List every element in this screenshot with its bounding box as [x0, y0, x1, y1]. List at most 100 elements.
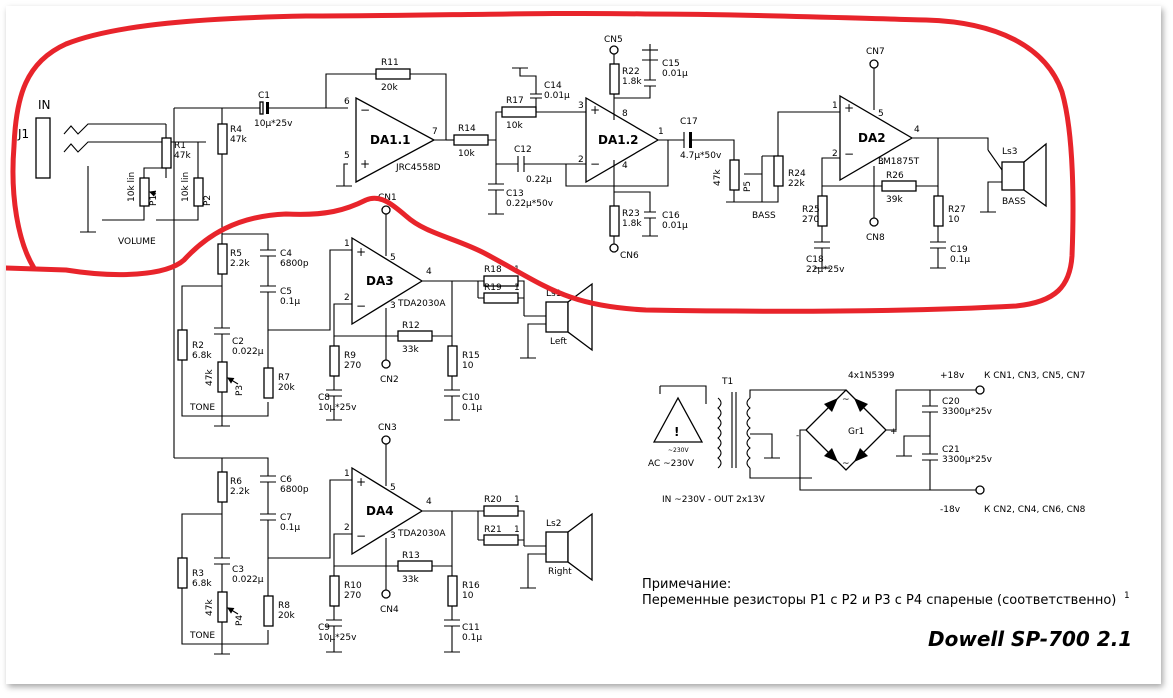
bass-label: BASS — [752, 211, 776, 221]
speaker-ls3-body — [1001, 161, 1025, 191]
da4-pin1: 1 — [344, 469, 350, 479]
vol-left-wires — [102, 124, 167, 221]
r16-c11-net — [444, 566, 460, 653]
p3-wiper — [227, 377, 239, 385]
vol-right-wires — [156, 142, 199, 221]
node-cn2 — [381, 359, 391, 369]
c3-net — [214, 502, 230, 592]
r16-value: 10 — [462, 591, 474, 601]
transformer-spec: IN ~230V - OUT 2x13V — [662, 495, 766, 505]
speaker-ls3-cone — [1023, 142, 1047, 208]
c4-value: 6800p — [280, 259, 309, 269]
ls1-label: Left — [550, 337, 567, 347]
c17-out — [692, 139, 735, 160]
neg-rail-label: -18v — [940, 505, 961, 515]
r21-label: R21 — [484, 525, 502, 535]
c5-label: C5 — [280, 287, 292, 297]
r27-value: 10 — [948, 215, 960, 225]
da11-ground — [336, 163, 352, 187]
cn5-label: CN5 — [604, 35, 623, 45]
svg-text:+: + — [356, 245, 366, 259]
resistor-r7 — [263, 367, 274, 399]
terminal-neg — [975, 485, 985, 495]
opamp-da12 — [585, 96, 660, 184]
schematic-page: IN J1 R1 47k 10k lin P1 10k lin P2 VOLUM… — [6, 6, 1161, 684]
speaker-ls1-cone — [567, 282, 593, 352]
bass-amp-da2: C17 4.7μ*50v 47k P5 BASS R24 22k DA2 LM1… — [668, 47, 1047, 275]
r2-value: 6.8k — [192, 351, 212, 361]
rail-wires — [799, 389, 976, 491]
p1-value: 10k lin — [127, 172, 137, 202]
jack-connector — [35, 117, 51, 179]
c20-value: 3300μ*25v — [942, 407, 993, 417]
ls3-wires — [980, 149, 1003, 213]
p2-label: P2 — [203, 195, 213, 206]
speaker-ls1-body — [545, 301, 569, 333]
c15-label: C15 — [662, 59, 680, 69]
r3-net — [181, 513, 269, 655]
c3-label: C3 — [232, 565, 244, 575]
da12-pin3: 3 — [578, 101, 584, 111]
pos-rail-label: +18v — [940, 371, 965, 381]
r24-value: 22k — [788, 179, 805, 189]
r23-value: 1.8k — [622, 219, 642, 229]
da2-pin2: 2 — [832, 149, 838, 159]
jack-left-wire — [63, 123, 166, 135]
c13-label: C13 — [506, 189, 524, 199]
r20-value: 1 — [514, 495, 520, 505]
da12-name: DA1.2 — [598, 133, 639, 147]
svg-text:−: − — [844, 147, 854, 161]
psu-ground — [896, 435, 930, 457]
p1-wiper — [148, 190, 157, 197]
da4-part: TDA2030A — [397, 529, 446, 539]
r2-label: R2 — [192, 341, 204, 351]
notes: Примечание: Переменные резисторы P1 с P2… — [642, 577, 1132, 651]
c21-label: C21 — [942, 445, 960, 455]
c19-label: C19 — [950, 245, 968, 255]
diagram-title: Dowell SP-700 2.1 — [928, 627, 1132, 651]
da2-name: DA2 — [858, 131, 886, 145]
da2-pin4: 4 — [914, 125, 920, 135]
resistor-r6 — [217, 471, 228, 503]
tone-left-net — [222, 233, 352, 331]
in-label: IN — [38, 98, 51, 112]
node-cn3 — [381, 435, 391, 445]
tone-right-label: TONE — [189, 631, 215, 641]
r16-label: R16 — [462, 581, 480, 591]
r15-label: R15 — [462, 351, 480, 361]
ls3-name: Ls3 — [1002, 147, 1017, 157]
highlight-outline — [6, 10, 1076, 314]
c3-value: 0.022μ — [232, 575, 264, 585]
c7-value: 0.1μ — [280, 523, 300, 533]
c11-value: 0.1μ — [462, 633, 482, 643]
svg-text:−: − — [360, 103, 370, 117]
resistor-r27 — [933, 195, 944, 227]
speaker-ls2-cone — [567, 512, 593, 582]
resistor-r16 — [447, 575, 458, 607]
da3-part: TDA2030A — [397, 299, 446, 309]
resistor-r20 — [483, 505, 519, 517]
r11-feedback — [325, 73, 447, 141]
r20-label: R20 — [484, 495, 502, 505]
da12-vplus-net — [613, 44, 658, 120]
node-cn8 — [869, 217, 879, 227]
p3-value: 47k — [205, 369, 215, 386]
c6-label: C6 — [280, 475, 292, 485]
r15-c10-net — [444, 336, 460, 421]
tone-left-label: TONE — [189, 403, 215, 413]
svg-text:+: + — [360, 157, 370, 171]
p1-label: P1 — [149, 195, 159, 206]
capacitor-c1-plate-a — [259, 101, 264, 115]
da12-pin8: 8 — [622, 109, 628, 119]
r17-label: R17 — [506, 96, 524, 106]
r22-value: 1.8k — [622, 77, 642, 87]
r23-label: R23 — [622, 209, 640, 219]
svg-text:−: − — [590, 157, 600, 171]
input-section: IN J1 R1 47k 10k lin P1 10k lin P2 VOLUM… — [17, 98, 247, 458]
c9-label: C9 — [318, 623, 330, 633]
cn4-label: CN4 — [380, 605, 399, 615]
da11-pin6: 6 — [344, 97, 350, 107]
r6-value: 2.2k — [230, 487, 250, 497]
r25-value: 270 — [802, 215, 819, 225]
c4-label: C4 — [280, 249, 292, 259]
